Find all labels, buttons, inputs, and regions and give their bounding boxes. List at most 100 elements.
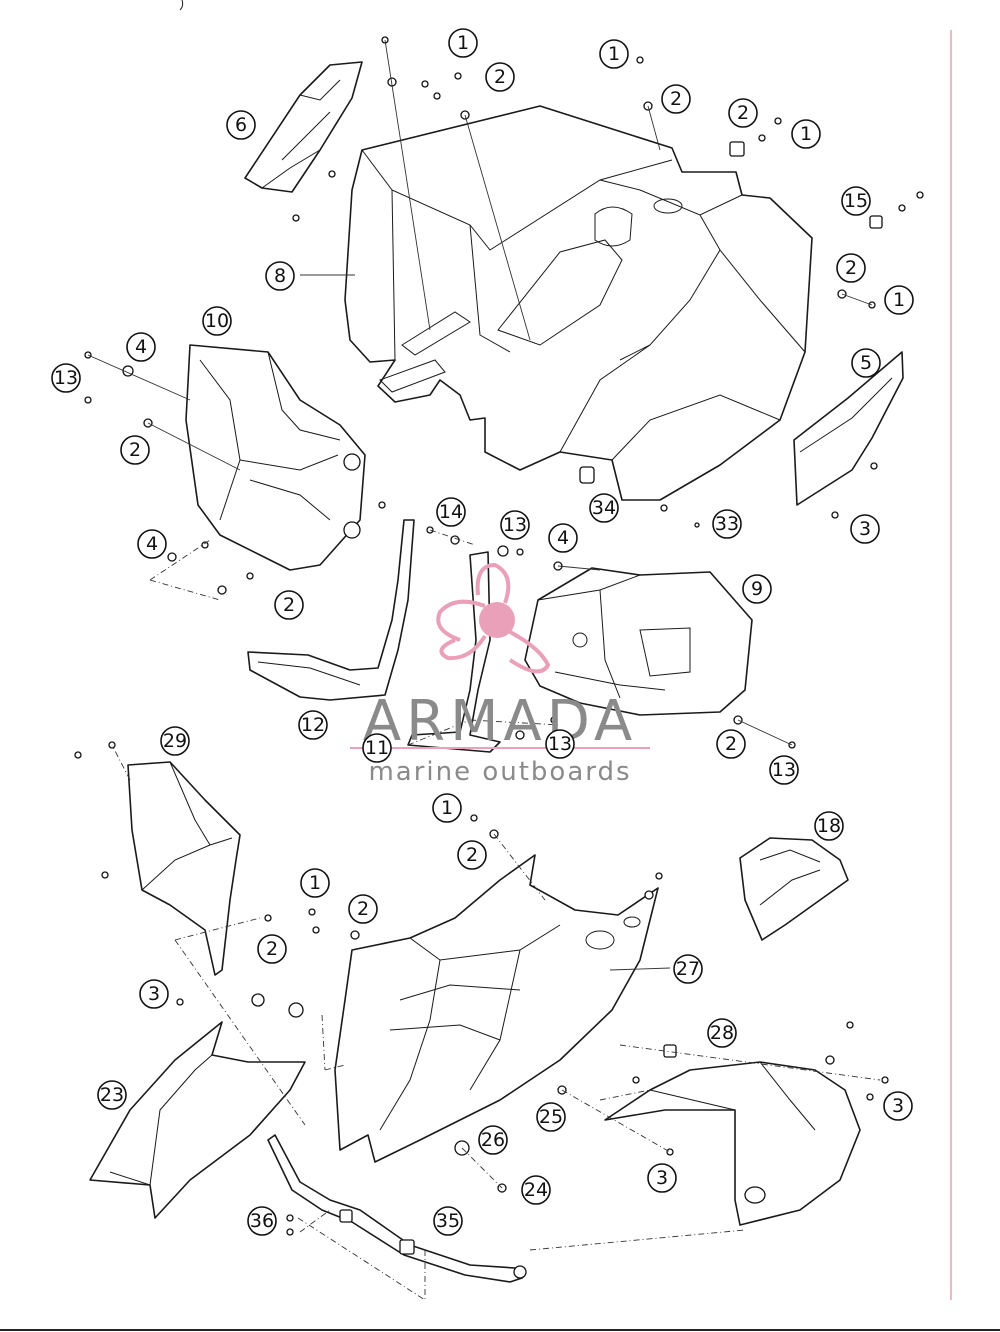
callout-36: 36 <box>247 1206 277 1236</box>
svg-text:14: 14 <box>439 501 463 523</box>
part-35-rod <box>267 1134 527 1283</box>
svg-text:1: 1 <box>457 32 469 54</box>
callout-2: 2 <box>728 98 758 128</box>
watermark-brand: ARMADA <box>363 689 637 754</box>
svg-text:13: 13 <box>548 733 572 755</box>
callout-8: 8 <box>265 261 295 291</box>
callout-1: 1 <box>599 39 629 69</box>
callout-10: 10 <box>202 306 232 336</box>
callout-2: 2 <box>485 62 515 92</box>
callout-2: 2 <box>457 840 487 870</box>
svg-text:2: 2 <box>357 898 369 920</box>
svg-text:27: 27 <box>676 958 700 980</box>
logo-blade-4 <box>439 634 487 661</box>
callout-27: 27 <box>673 954 703 984</box>
part-29-front-side-cover <box>127 761 241 976</box>
svg-text:23: 23 <box>100 1084 124 1106</box>
callout-2: 2 <box>274 590 304 620</box>
callout-15: 15 <box>841 186 871 216</box>
callout-28: 28 <box>707 1018 737 1048</box>
callout-1: 1 <box>791 119 821 149</box>
svg-text:10: 10 <box>205 310 229 332</box>
svg-text:11: 11 <box>365 737 389 759</box>
callout-3: 3 <box>850 514 880 544</box>
logo-blade-3 <box>508 630 551 674</box>
svg-text:13: 13 <box>772 759 796 781</box>
callout-2: 2 <box>120 435 150 465</box>
svg-text:3: 3 <box>892 1095 904 1117</box>
svg-text:2: 2 <box>845 257 857 279</box>
svg-text:33: 33 <box>715 513 739 535</box>
callout-2: 2 <box>348 894 378 924</box>
svg-text:2: 2 <box>670 88 682 110</box>
svg-text:3: 3 <box>148 983 160 1005</box>
svg-text:4: 4 <box>557 527 569 549</box>
svg-text:18: 18 <box>817 815 841 837</box>
leader-lines <box>87 39 881 1301</box>
part-18-headlight-cover <box>739 837 849 941</box>
callout-9: 9 <box>742 574 772 604</box>
svg-text:3: 3 <box>859 518 871 540</box>
svg-text:1: 1 <box>441 797 453 819</box>
svg-text:15: 15 <box>844 190 868 212</box>
svg-text:26: 26 <box>481 1129 505 1151</box>
svg-text:4: 4 <box>135 336 147 358</box>
callout-3: 3 <box>883 1091 913 1121</box>
svg-text:2: 2 <box>283 594 295 616</box>
svg-text:13: 13 <box>503 514 527 536</box>
logo-blade-2 <box>475 562 511 604</box>
callout-35: 35 <box>433 1206 463 1236</box>
svg-text:5: 5 <box>860 352 872 374</box>
svg-text:36: 36 <box>250 1210 274 1232</box>
part-8-rear-fender <box>344 105 813 501</box>
callout-2: 2 <box>661 84 691 114</box>
callout-23: 23 <box>97 1080 127 1110</box>
part-27-front-fender <box>334 854 659 1163</box>
svg-text:3: 3 <box>656 1167 668 1189</box>
watermark-tagline: marine outboards <box>368 757 631 787</box>
callout-29: 29 <box>160 726 190 756</box>
svg-text:1: 1 <box>800 123 812 145</box>
logo-blade-1 <box>436 599 486 642</box>
svg-text:1: 1 <box>608 43 620 65</box>
callout-13: 13 <box>769 755 799 785</box>
svg-text:28: 28 <box>710 1022 734 1044</box>
callout-1: 1 <box>884 285 914 315</box>
callout-1: 1 <box>432 793 462 823</box>
svg-text:1: 1 <box>309 872 321 894</box>
svg-text:2: 2 <box>737 102 749 124</box>
part-9-right-inner-fender <box>524 567 753 716</box>
svg-text:2: 2 <box>466 844 478 866</box>
callout-18: 18 <box>814 811 844 841</box>
part-6-side-cover <box>244 61 363 193</box>
callout-13: 13 <box>500 510 530 540</box>
svg-text:29: 29 <box>163 730 187 752</box>
part-28-lower-right-cover <box>604 1061 861 1226</box>
callout-5: 5 <box>851 348 881 378</box>
callout-3: 3 <box>647 1163 677 1193</box>
part-10-left-inner-fender <box>185 344 366 571</box>
svg-text:13: 13 <box>54 367 78 389</box>
svg-text:2: 2 <box>494 66 506 88</box>
svg-text:4: 4 <box>146 533 158 555</box>
callout-4: 4 <box>126 332 156 362</box>
callout-3: 3 <box>139 979 169 1009</box>
callout-13: 13 <box>51 363 81 393</box>
callout-4: 4 <box>137 529 167 559</box>
callout-14: 14 <box>436 497 466 527</box>
callout-13: 13 <box>545 729 575 759</box>
svg-text:35: 35 <box>436 1210 460 1232</box>
armada-logo: ARMADA marine outboards <box>350 562 650 787</box>
callout-25: 25 <box>536 1102 566 1132</box>
svg-text:2: 2 <box>266 938 278 960</box>
corner-mark <box>179 0 184 11</box>
callout-1: 1 <box>300 868 330 898</box>
part-23-lower-left-cover <box>89 1021 306 1219</box>
svg-text:25: 25 <box>539 1106 563 1128</box>
callout-24: 24 <box>521 1175 551 1205</box>
callout-1: 1 <box>448 28 478 58</box>
callout-2: 2 <box>257 934 287 964</box>
svg-text:12: 12 <box>301 714 325 736</box>
callout-33: 33 <box>712 509 742 539</box>
svg-text:2: 2 <box>725 733 737 755</box>
